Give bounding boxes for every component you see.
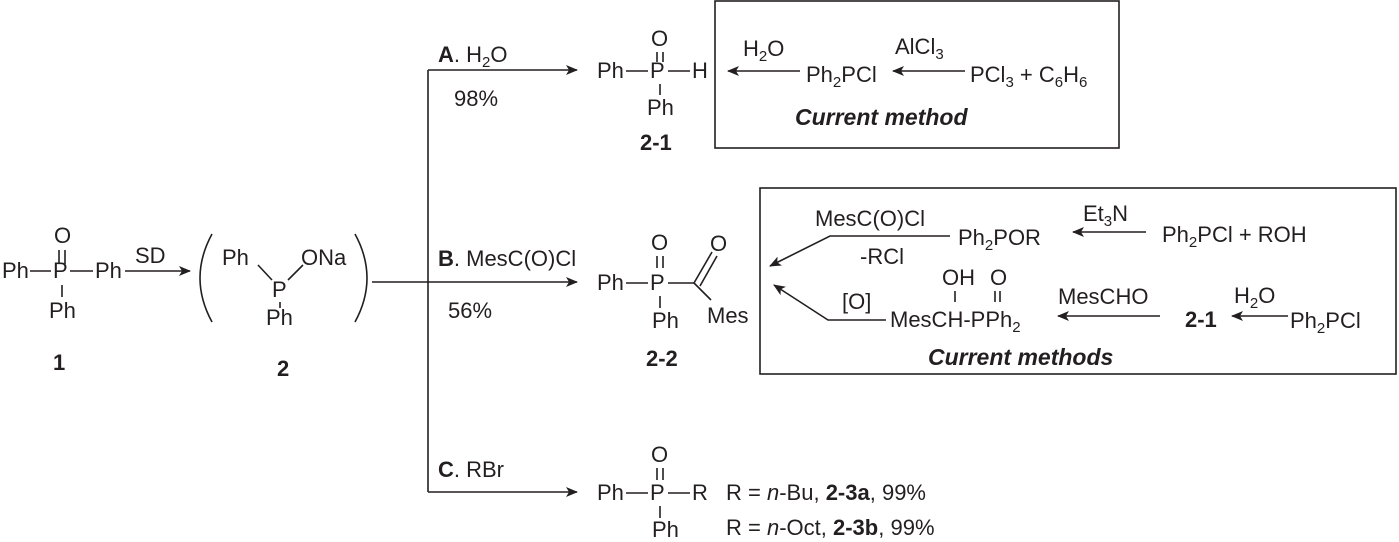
product-2-3: O Ph P R Ph R = n-Bu, 2-3a, 99% R = n-Oc… — [597, 442, 935, 542]
compound-1-label: 1 — [53, 350, 65, 375]
c2-ph-bottom: Ph — [266, 305, 293, 330]
route-b-yield: 56% — [448, 298, 492, 323]
product-2-1: O Ph P H Ph 2-1 — [597, 26, 708, 155]
box-b-ph2por: Ph2POR — [958, 225, 1041, 254]
c2-ona: ONa — [301, 245, 347, 270]
product-2-3b-line: R = n-Oct, 2-3b, 99% — [726, 515, 935, 540]
p22-ph-bottom: Ph — [652, 308, 679, 333]
box-b-caption: Current methods — [928, 344, 1113, 370]
box-b-h2o: H2O — [1234, 283, 1275, 312]
route-a-reagent: A. H2O — [438, 42, 507, 71]
p21-hydrogen: H — [692, 58, 708, 83]
p23-oxygen: O — [651, 442, 668, 467]
box-b-et3n: Et3N — [1083, 201, 1128, 230]
c2-bond-a — [257, 264, 273, 281]
route-b-reagent: B. MesC(O)Cl — [438, 246, 576, 271]
current-method-box-a: H2O Ph2PCl AlCl3 PCl3 + C6H6 Current met… — [714, 0, 1120, 149]
compound-2: Ph P ONa Ph 2 — [199, 233, 368, 381]
current-methods-box-b: MesC(O)Cl -RCl Ph2POR Et3N Ph2PCl + ROH … — [759, 187, 1397, 375]
c2-paren-left — [199, 233, 213, 323]
box-b-o: O — [990, 265, 1007, 290]
p23-phosphorus: P — [650, 480, 665, 505]
product-2-1-label: 2-1 — [640, 130, 672, 155]
route-a-yield: 98% — [454, 86, 498, 111]
c2-paren-right — [354, 233, 368, 323]
p22-bond-mes — [693, 282, 712, 301]
p21-oxygen: O — [651, 26, 668, 51]
product-2-3a-line: R = n-Bu, 2-3a, 99% — [726, 480, 926, 505]
box-b-oh: OH — [942, 265, 975, 290]
box-b-mescocl: MesC(O)Cl — [815, 206, 925, 231]
box-b-oxidation: [O] — [842, 289, 871, 314]
box-b-mescho: MesCHO — [1058, 284, 1148, 309]
box-b-rcl: -RCl — [860, 244, 904, 269]
box-b-lower-arrow — [773, 284, 886, 321]
p22-co-b — [699, 255, 718, 287]
box-a-ph2pcl: Ph2PCl — [806, 62, 877, 91]
p21-ph-left: Ph — [597, 58, 624, 83]
p22-ph-left: Ph — [597, 270, 624, 295]
box-b-upper-arrow — [769, 235, 950, 267]
compound-2-label: 2 — [277, 356, 289, 381]
box-b-ph2pcl-roh: Ph2PCl + ROH — [1162, 222, 1307, 251]
box-b-ph2pcl: Ph2PCl — [1290, 308, 1361, 337]
p23-r: R — [692, 480, 708, 505]
p22-carbonyl-oxygen: O — [710, 231, 727, 256]
c2-bond-b — [287, 264, 304, 281]
box-b-frame — [759, 187, 1397, 375]
p23-ph-bottom: Ph — [652, 517, 679, 542]
p22-mes: Mes — [707, 303, 749, 328]
c1-ph-left: Ph — [2, 258, 29, 283]
box-a-caption: Current method — [795, 104, 968, 130]
p22-co-a — [693, 251, 713, 284]
c1-ph-bottom: Ph — [49, 298, 76, 323]
p22-oxygen: O — [651, 230, 668, 255]
box-a-reactants: PCl3 + C6H6 — [970, 62, 1087, 91]
c1-phosphorus: P — [53, 258, 68, 283]
c2-ph-top: Ph — [222, 245, 249, 270]
sd-label: SD — [135, 243, 166, 268]
product-2-2-label: 2-2 — [646, 346, 678, 371]
c1-oxygen: O — [54, 223, 71, 248]
compound-1: O Ph P Ph Ph 1 — [2, 223, 122, 375]
c2-phosphorus: P — [272, 277, 287, 302]
box-b-ref-2-1: 2-1 — [1185, 307, 1217, 332]
product-2-2: O Ph P O Mes Ph 2-2 — [597, 230, 749, 371]
c1-ph-right: Ph — [95, 258, 122, 283]
p21-phosphorus: P — [650, 58, 665, 83]
p21-ph-bottom: Ph — [647, 95, 674, 120]
box-a-h2o: H2O — [743, 36, 784, 65]
box-a-frame — [714, 0, 1120, 149]
route-c-reagent: C. RBr — [438, 457, 504, 482]
p23-ph-left: Ph — [597, 480, 624, 505]
box-b-mesch: MesCH-PPh2 — [890, 307, 1021, 336]
box-a-alcl3: AlCl3 — [895, 34, 944, 63]
p22-phosphorus: P — [650, 270, 665, 295]
